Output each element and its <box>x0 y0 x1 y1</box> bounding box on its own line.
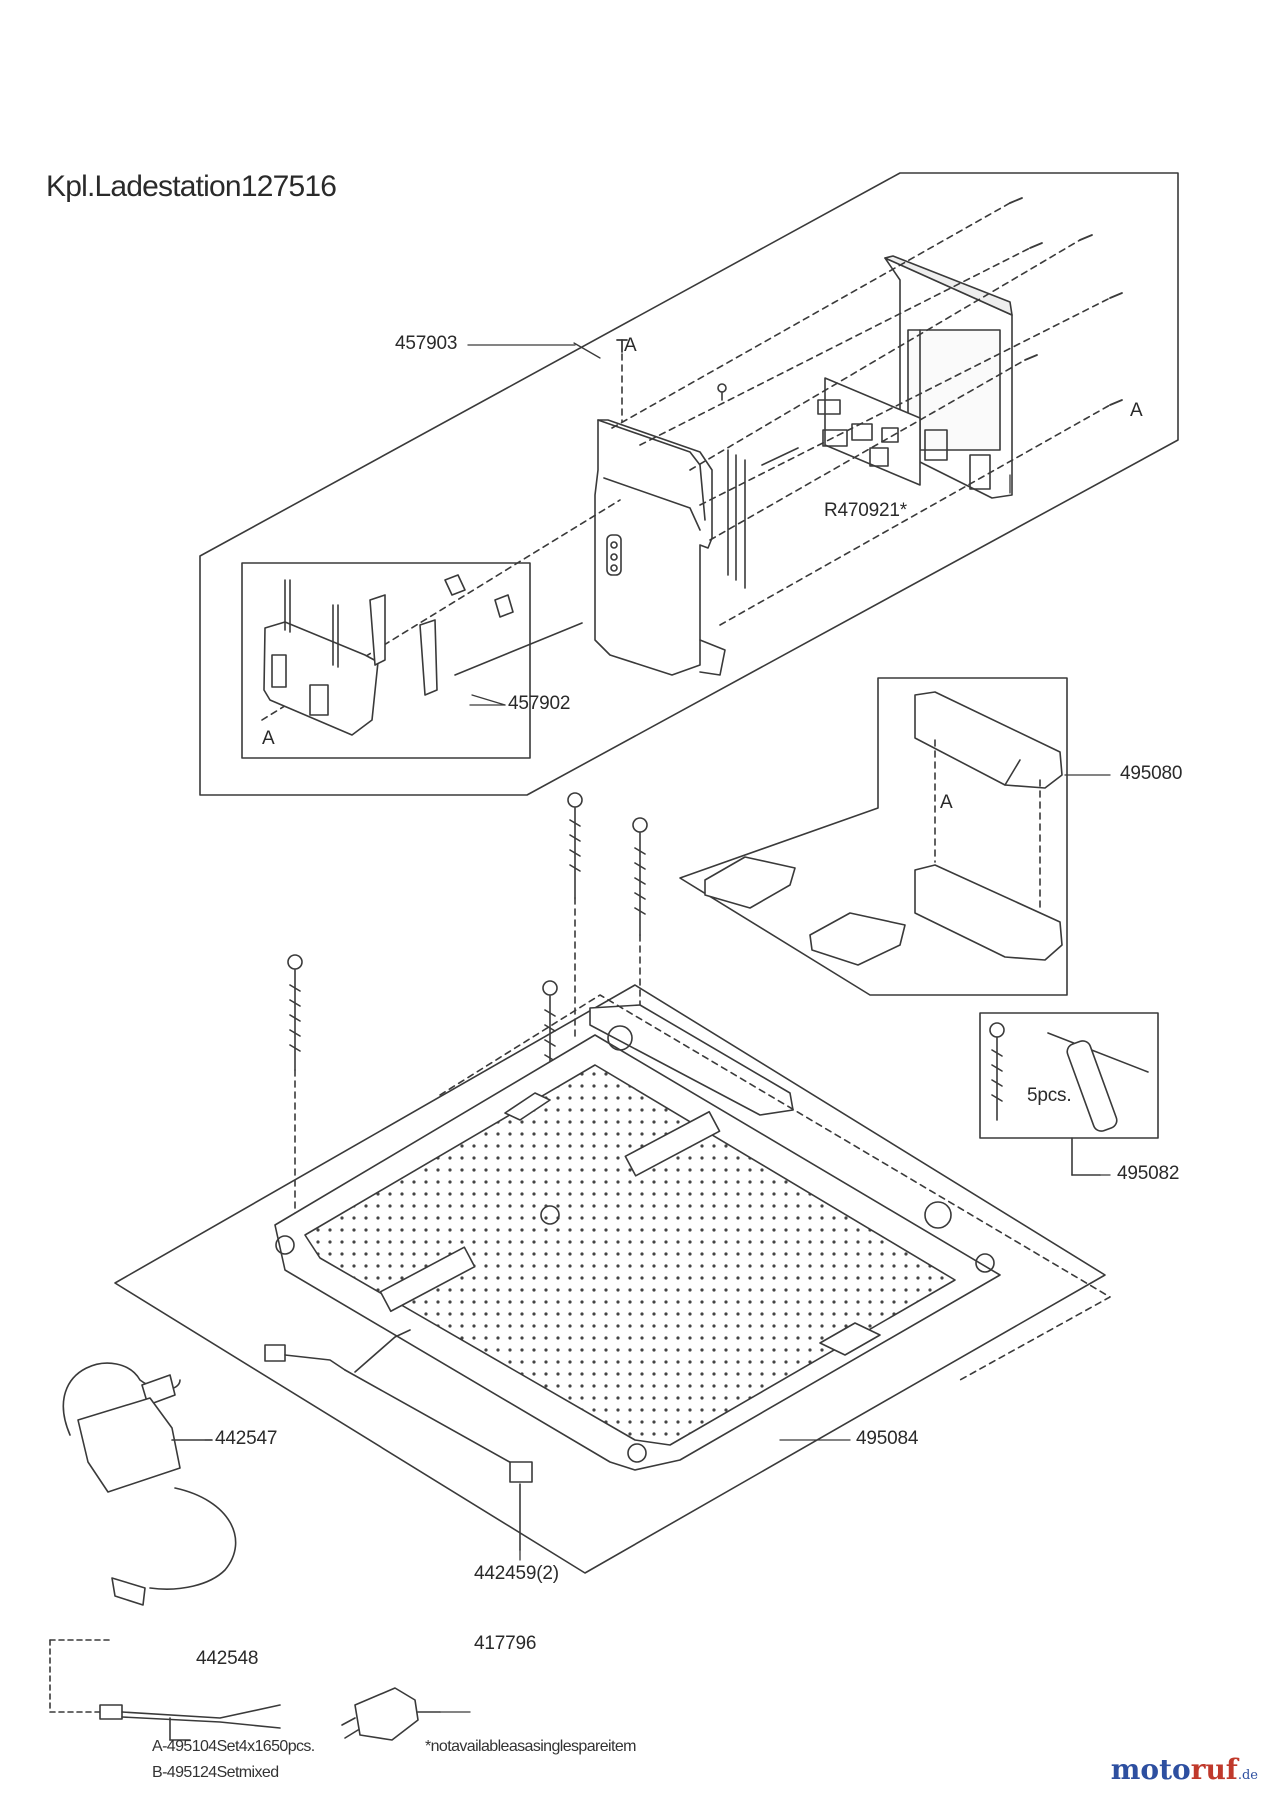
base-frame <box>114 984 1106 1574</box>
small-screws <box>616 197 1123 406</box>
base-plate <box>274 1004 1001 1471</box>
low-voltage-cable <box>264 1329 533 1551</box>
wire-clip-group-frame <box>241 562 531 759</box>
circuit-board <box>817 377 921 486</box>
label-R470921: R470921* <box>824 500 907 521</box>
page-title: Kpl.Ladestation127516 <box>46 170 337 203</box>
cover-bottom <box>914 864 1063 961</box>
label-457903: 457903 <box>395 333 458 354</box>
label-442547: 442547 <box>215 1428 278 1449</box>
power-supply <box>62 1362 237 1606</box>
note-availability: *notavailableasasinglespareitem <box>425 1738 636 1755</box>
clip-small-1 <box>444 574 466 596</box>
note-set-b: B-495124Setmixed <box>152 1764 279 1781</box>
clip-small-2 <box>494 594 514 618</box>
brand-logo: motoruf.de <box>1111 1753 1258 1786</box>
label-417796: 417796 <box>474 1633 537 1654</box>
contact-plate-1 <box>704 856 796 909</box>
label-5pcs: 5pcs. <box>1027 1085 1072 1106</box>
label-495084: 495084 <box>856 1428 919 1449</box>
base-dashed-outline <box>439 994 1111 1381</box>
label-442548: 442548 <box>196 1648 259 1669</box>
clip-right <box>419 619 438 696</box>
brand-name-part1: moto <box>1110 1753 1191 1786</box>
brand-name-part2: ruf <box>1190 1753 1238 1786</box>
label-495080: 495080 <box>1120 763 1183 784</box>
extension-cable <box>49 1639 281 1741</box>
note-set-a: A-495104Set4x1650pcs. <box>152 1738 315 1755</box>
contact-block <box>263 579 379 736</box>
brand-tld: .de <box>1237 1768 1258 1783</box>
leader-lines <box>204 342 1111 1713</box>
label-457902: 457902 <box>508 693 571 714</box>
cover-top <box>914 691 1063 789</box>
front-housing <box>594 419 726 676</box>
clip-left <box>369 594 386 666</box>
label-screw-a-right: A <box>1130 400 1143 421</box>
label-495082: 495082 <box>1117 1163 1180 1184</box>
station-group-frame <box>199 172 1179 796</box>
socket-wrench <box>1047 1032 1149 1132</box>
power-plug <box>341 1687 441 1741</box>
contact-plate-2 <box>809 912 906 966</box>
cover-group-frame <box>679 677 1068 996</box>
label-screw-a-clip: A <box>262 728 275 749</box>
label-screw-a-top: A <box>624 335 637 356</box>
tool-set-frame <box>979 1012 1159 1139</box>
label-442459: 442459(2) <box>474 1563 559 1584</box>
label-screw-a-cover: A <box>940 792 953 813</box>
cable-tie <box>454 622 583 676</box>
